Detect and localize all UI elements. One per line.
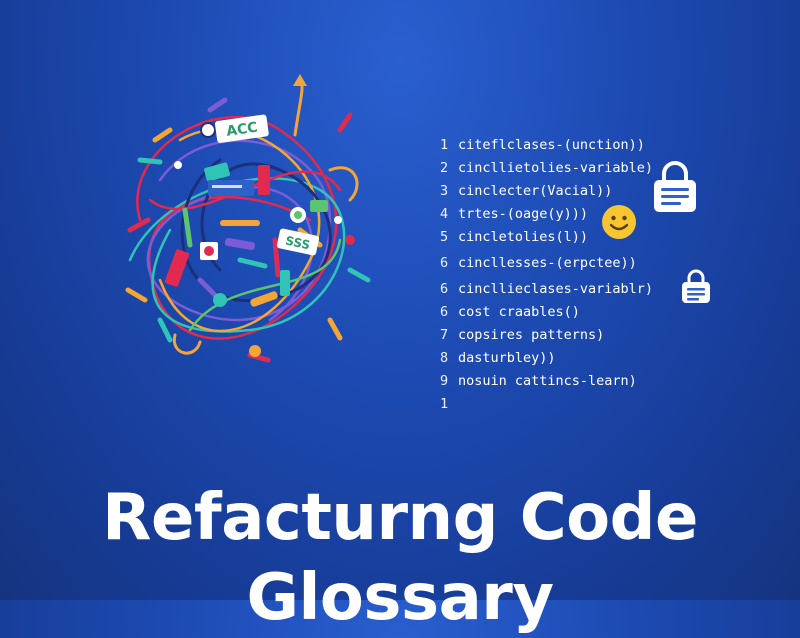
code-line: 5 cincletolies(l)): [440, 225, 680, 248]
code-line: 6 cincllesses-(erpctee)): [440, 251, 680, 274]
line-number: 1: [440, 136, 449, 153]
sss-sticker: SSS: [276, 228, 320, 256]
line-number: 8: [440, 349, 449, 366]
code-listing: 1 citeflclases-(unction)) 2 cincllietolies…: [440, 133, 680, 415]
line-number: 6: [440, 303, 449, 320]
smiley-icon: [602, 205, 636, 239]
code-text: trtes-(oage(y))): [458, 205, 589, 222]
page-title: Refacturng Code Glossary: [0, 478, 800, 638]
code-line: 3 cinclecter(Vacial)): [440, 179, 680, 202]
acc-sticker-label: ACC: [225, 120, 258, 140]
line-number: 3: [440, 182, 449, 199]
code-text: cinclecter(Vacial)): [458, 182, 613, 199]
line-number: 2: [440, 159, 449, 176]
code-line: 4 trtes-(oage(y))): [440, 202, 680, 225]
code-text: cincllietolies-variable): [458, 159, 654, 176]
code-line: 9 nosuin cattincs-learn): [440, 369, 680, 392]
tangled-code-illustration: ACC SSS: [125, 74, 371, 363]
code-text: cincletolies(l)): [458, 228, 589, 245]
sss-sticker-label: SSS: [284, 234, 311, 253]
line-number: 1: [440, 395, 449, 412]
code-line: 6 cost craables(): [440, 300, 680, 323]
code-text: cincllesses-(erpctee)): [458, 254, 637, 271]
line-number: 6: [440, 254, 449, 271]
line-number: 4: [440, 205, 449, 222]
code-line: 1 citeflclases-(unction)): [440, 133, 680, 156]
code-text: dasturbley)): [458, 349, 556, 366]
code-text: nosuin cattincs-learn): [458, 372, 637, 389]
code-line: 6 cincllieclases-variablr): [440, 277, 680, 300]
title-line-2: Glossary: [246, 561, 554, 635]
line-number: 6: [440, 280, 449, 297]
code-line: 1: [440, 392, 680, 415]
title-line-1: Refacturng Code: [102, 481, 698, 555]
lock-icon: [654, 161, 696, 212]
code-line: 7 copsires patterns): [440, 323, 680, 346]
code-text: cost craables(): [458, 303, 580, 320]
code-line: 2 cincllietolies-variable): [440, 156, 680, 179]
code-text: citeflclases-(unction)): [458, 136, 645, 153]
code-text: copsires patterns): [458, 326, 605, 343]
code-text: cincllieclases-variablr): [458, 280, 654, 297]
line-number: 9: [440, 372, 449, 389]
code-line: 8 dasturbley)): [440, 346, 680, 369]
line-number: 7: [440, 326, 449, 343]
acc-sticker: ACC: [214, 114, 269, 143]
line-number: 5: [440, 228, 449, 245]
lock-icon: [682, 269, 710, 303]
